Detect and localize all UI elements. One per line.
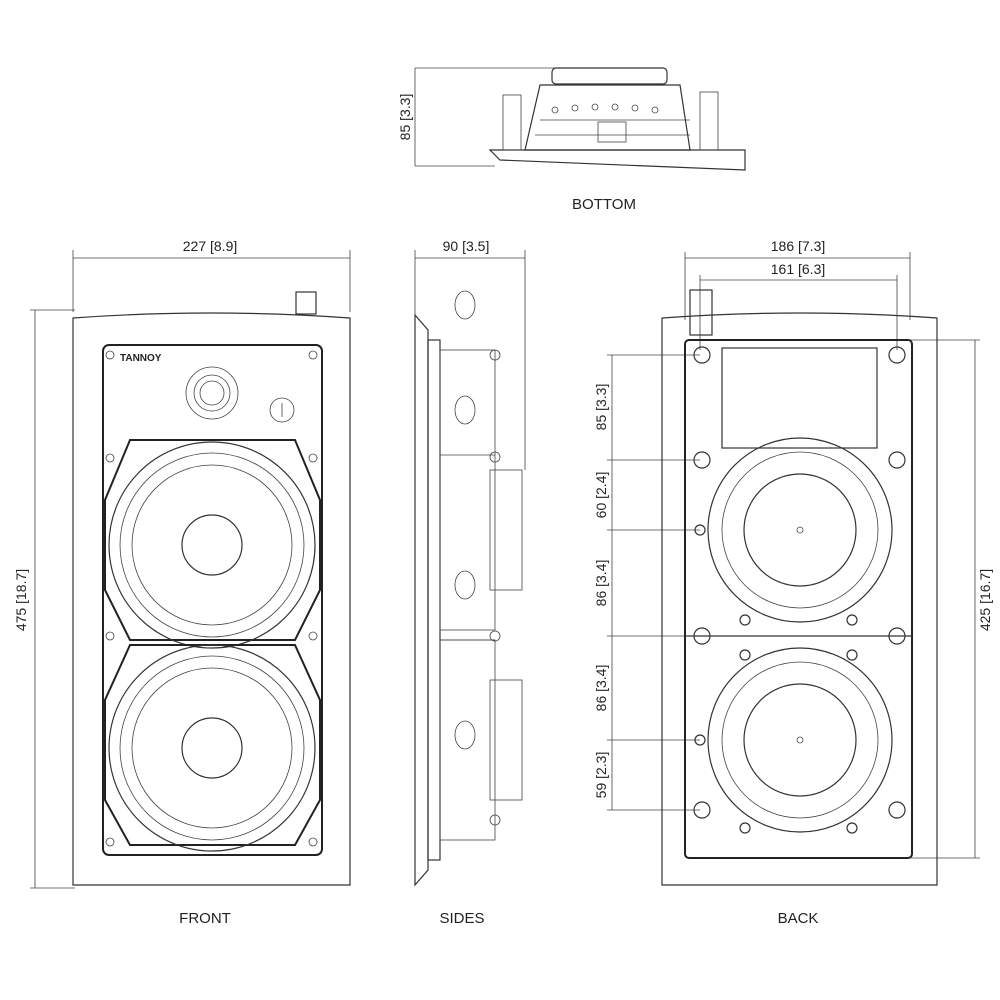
back-view: 186 [7.3] 161 [6.3] 425 [16.7] 85 [3.3] …	[593, 238, 993, 927]
woofer-upper	[104, 439, 321, 649]
back-height-dim: 425 [16.7]	[977, 569, 993, 631]
back-inner-width-dim: 161 [6.3]	[771, 261, 826, 277]
front-width-dim: 227 [8.9]	[183, 238, 238, 254]
back-spacing-dim-1: 85 [3.3]	[593, 384, 609, 431]
sides-depth-dim: 90 [3.5]	[443, 238, 490, 254]
bottom-view: 85 [3.3] BOTTOM	[397, 67, 746, 213]
back-spacing-dim-3: 86 [3.4]	[593, 560, 609, 607]
back-spacing-dim-4: 86 [3.4]	[593, 665, 609, 712]
tweeter	[185, 366, 295, 423]
bottom-view-label: BOTTOM	[572, 196, 636, 213]
bottom-height-dim: 85 [3.3]	[397, 94, 413, 141]
back-spacing-dim-2: 60 [2.4]	[593, 472, 609, 519]
tannoy-logo: TANNOY	[120, 353, 162, 364]
back-outer-width-dim: 186 [7.3]	[771, 238, 826, 254]
front-view-label: FRONT	[179, 910, 231, 927]
back-view-label: BACK	[778, 910, 819, 927]
sides-view: 90 [3.5] SIDES	[414, 238, 526, 927]
front-height-dim: 475 [18.7]	[13, 569, 29, 631]
back-driver-lower	[707, 647, 893, 833]
back-driver-upper	[707, 437, 893, 623]
sides-view-label: SIDES	[439, 910, 484, 927]
back-spacing-dim-5: 59 [2.3]	[593, 752, 609, 799]
front-view: 227 [8.9] 475 [18.7] TANNOY FRONT	[13, 238, 351, 927]
woofer-lower	[104, 644, 321, 852]
